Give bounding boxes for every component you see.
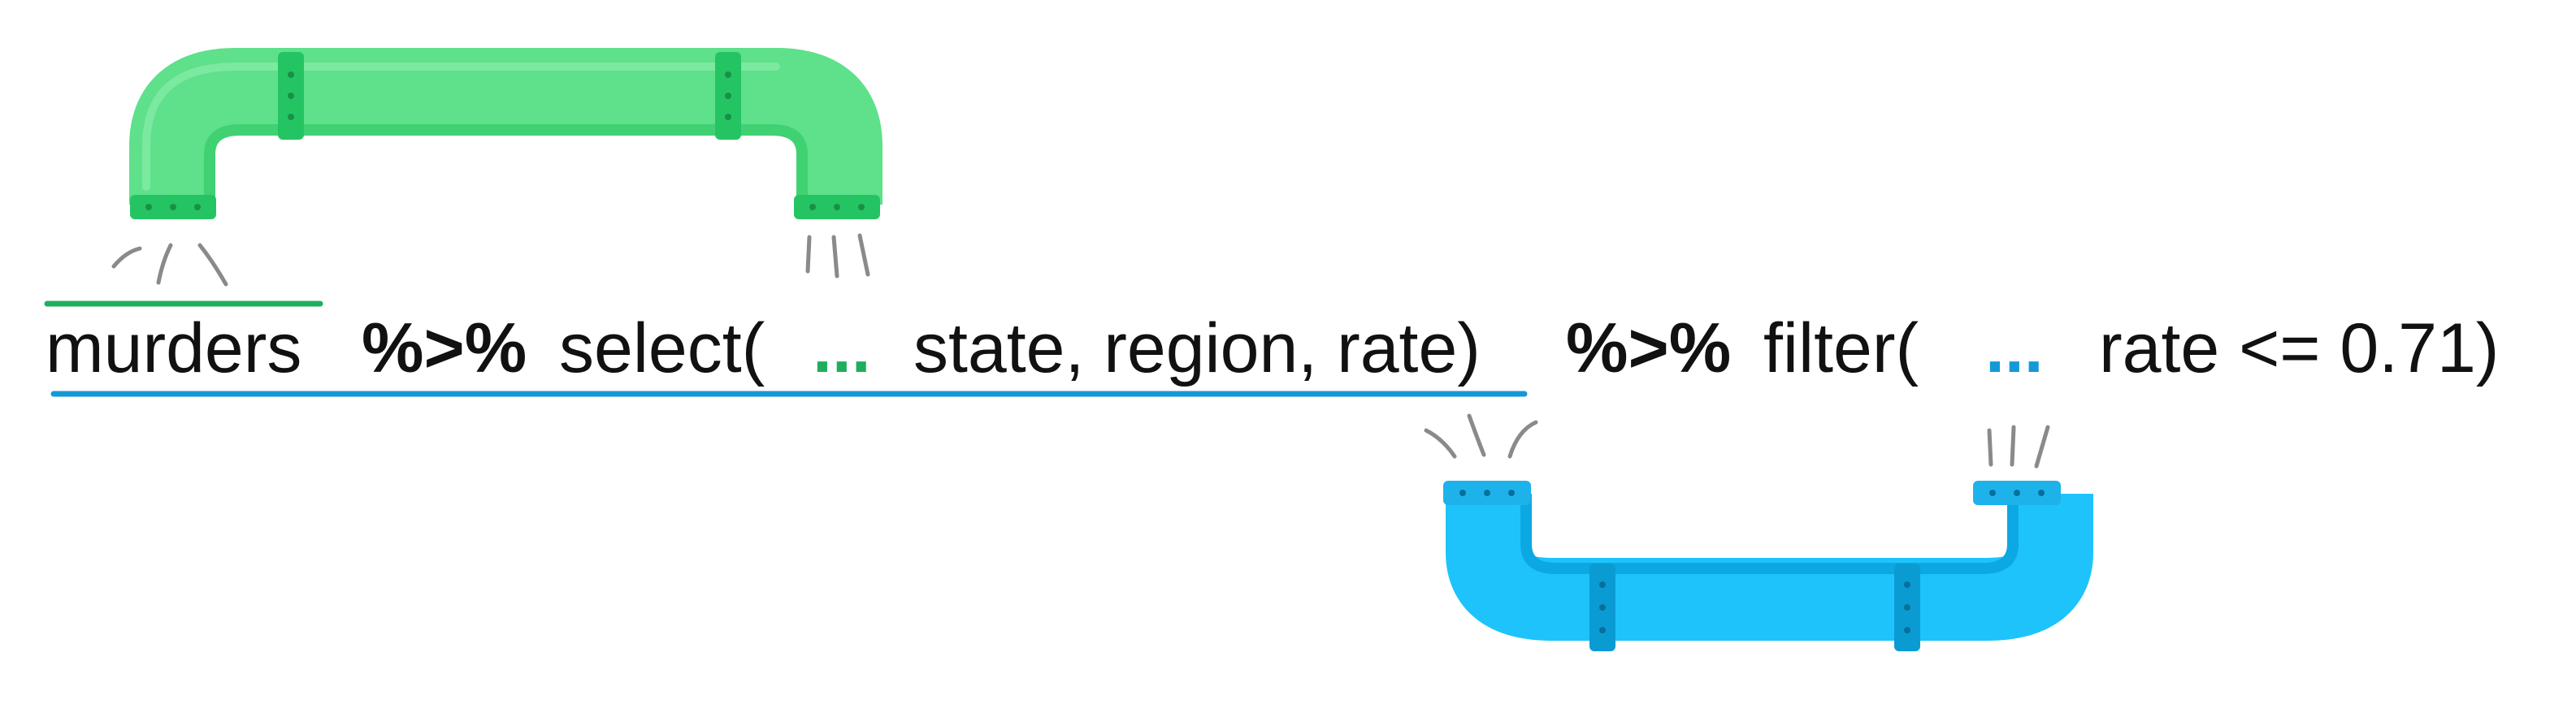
filter-call: filter(	[1763, 309, 1919, 387]
green-pipe-icon	[129, 48, 883, 219]
filter-arguments: rate <= 0.71)	[2099, 309, 2499, 387]
select-call: select(	[559, 309, 765, 387]
pipe-placeholder-green: ...	[813, 309, 871, 387]
source-dataset: murders	[46, 309, 301, 387]
pipe-placeholder-blue: ...	[1985, 309, 2044, 387]
pipe-operator: %>%	[1566, 309, 1731, 387]
water-spray-icon	[1424, 413, 2050, 469]
pipe-operator: %>%	[362, 309, 527, 387]
blue-pipe-icon	[1443, 481, 2093, 651]
water-spray-icon	[111, 233, 870, 287]
select-arguments: state, region, rate)	[913, 309, 1481, 387]
